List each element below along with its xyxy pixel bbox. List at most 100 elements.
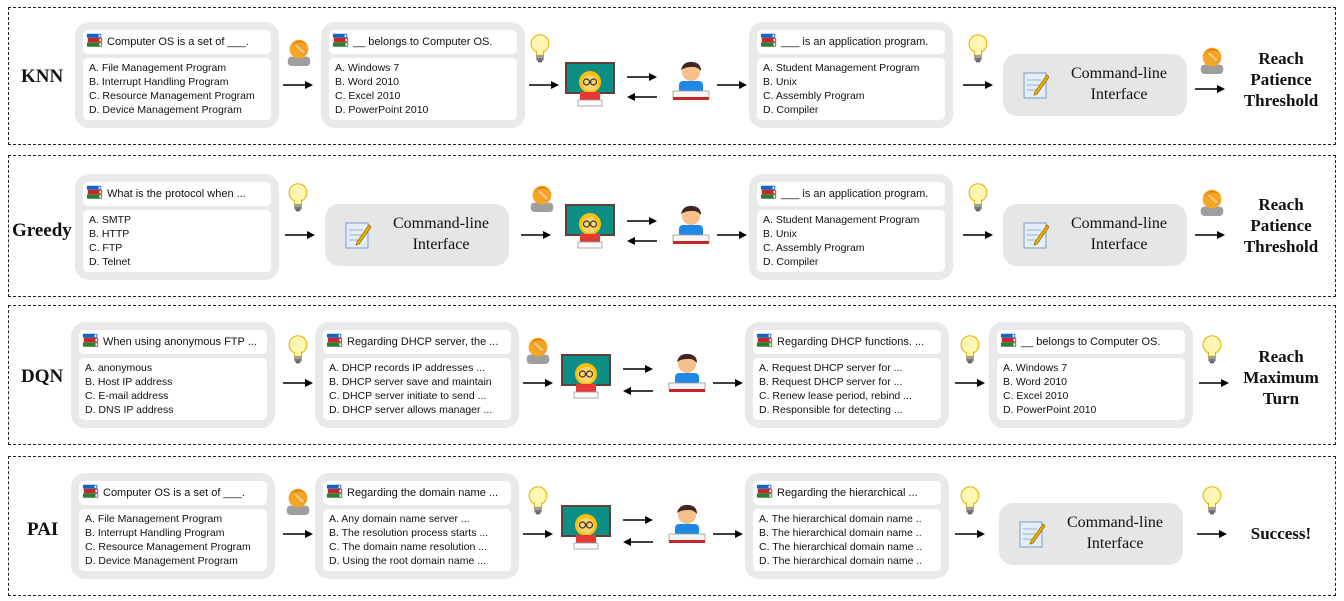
lightbulb-icon xyxy=(959,334,981,366)
option-c: C. Assembly Program xyxy=(763,242,865,254)
memo-icon xyxy=(1023,221,1049,249)
student-icon xyxy=(669,60,713,102)
arrow-right-icon xyxy=(713,529,743,539)
option-a: A. SMTP xyxy=(89,214,132,226)
lightbulb-icon xyxy=(287,334,309,366)
option-c: C. Resource Management Program xyxy=(89,90,255,102)
question-options: A. File Management Program B. Interrupt … xyxy=(83,58,271,120)
books-icon xyxy=(1000,333,1018,348)
arrow-left-icon xyxy=(627,92,657,102)
books-icon xyxy=(760,33,778,48)
option-a: A. File Management Program xyxy=(85,513,223,525)
option-c: C. The hierarchical domain name .. xyxy=(759,541,923,553)
option-c: C. Excel 2010 xyxy=(1003,390,1069,402)
question-header: __ belongs to Computer OS. xyxy=(997,330,1185,354)
lightbulb-icon xyxy=(529,33,551,65)
question-options: A. Any domain name server ... B. The res… xyxy=(323,509,511,571)
option-d: D. PowerPoint 2010 xyxy=(335,104,429,116)
option-d: D. Using the root domain name ... xyxy=(329,555,486,567)
question-options: A. anonymous B. Host IP address C. E-mai… xyxy=(79,358,267,420)
arrow-right-icon xyxy=(283,80,313,90)
lightbulb-icon xyxy=(967,33,989,65)
option-d: D. Device Management Program xyxy=(89,104,242,116)
question-header: Regarding the hierarchical ... xyxy=(753,481,941,505)
student-icon xyxy=(665,503,709,545)
option-a: A. Windows 7 xyxy=(1003,362,1068,374)
option-a: A. File Management Program xyxy=(89,62,227,74)
option-c: C. Renew lease period, rebind ... xyxy=(759,390,912,402)
question-header: Regarding DHCP server, the ... xyxy=(323,330,511,354)
teacher-icon xyxy=(565,204,615,250)
arrow-right-icon xyxy=(713,378,743,388)
option-a: A. Any domain name server ... xyxy=(329,513,470,525)
question-text: Regarding DHCP server, the ... xyxy=(347,336,499,348)
arrow-right-icon xyxy=(963,80,993,90)
question-text: ___ is an application program. xyxy=(781,36,929,48)
method-label: KNN xyxy=(21,66,64,87)
option-d: D. The hierarchical domain name .. xyxy=(759,555,923,567)
memo-icon xyxy=(1023,71,1049,99)
option-b: B. The hierarchical domain name .. xyxy=(759,527,922,539)
arrow-right-icon xyxy=(529,80,559,90)
option-d: D. Compiler xyxy=(763,256,819,268)
student-icon xyxy=(665,352,709,394)
option-a: A. anonymous xyxy=(85,362,153,374)
option-b: B. Unix xyxy=(763,76,797,88)
arrow-right-icon xyxy=(963,230,993,240)
question-options: A. Student Management Program B. Unix C.… xyxy=(757,58,945,120)
question-text: Regarding the hierarchical ... xyxy=(777,487,918,499)
option-d: D. PowerPoint 2010 xyxy=(1003,404,1097,416)
question-card: Regarding the hierarchical ... A. The hi… xyxy=(745,473,949,579)
option-a: A. Windows 7 xyxy=(335,62,400,74)
arrow-right-icon xyxy=(1195,230,1225,240)
arrow-right-icon xyxy=(285,230,315,240)
arrow-right-icon xyxy=(717,230,747,240)
books-icon xyxy=(86,185,104,200)
question-header: ___ is an application program. xyxy=(757,30,945,54)
teacher-icon xyxy=(561,505,611,551)
arrow-right-icon xyxy=(1195,84,1225,94)
question-options: A. SMTP B. HTTP C. FTP D. Telnet xyxy=(83,210,271,272)
outcome-label: Success! xyxy=(1250,524,1312,543)
facepalm-icon xyxy=(284,36,314,66)
question-text: __ belongs to Computer OS. xyxy=(1021,336,1161,348)
books-icon xyxy=(756,333,774,348)
option-c: C. Resource Management Program xyxy=(85,541,251,553)
option-d: D. Telnet xyxy=(89,256,131,268)
arrow-left-icon xyxy=(623,537,653,547)
facepalm-icon xyxy=(1197,186,1227,216)
facepalm-icon xyxy=(527,182,557,212)
student-icon xyxy=(669,204,713,246)
question-header: Computer OS is a set of ___. xyxy=(83,30,271,54)
option-c: C. FTP xyxy=(89,242,123,254)
option-d: D. Device Management Program xyxy=(85,555,238,567)
question-header: What is the protocol when ... xyxy=(83,182,271,206)
arrow-right-icon xyxy=(717,80,747,90)
option-c: C. Excel 2010 xyxy=(335,90,401,102)
option-d: D. DHCP server allows manager ... xyxy=(329,404,493,416)
dqn-row: DQN When using anonymous FTP ... A. anon… xyxy=(8,305,1336,445)
option-b: B. Interrupt Handling Program xyxy=(89,76,229,88)
arrow-right-icon xyxy=(623,515,653,525)
option-b: B. The resolution process starts ... xyxy=(329,527,489,539)
books-icon xyxy=(82,333,100,348)
question-card: ___ is an application program. A. Studen… xyxy=(749,22,953,128)
question-header: __ belongs to Computer OS. xyxy=(329,30,517,54)
arrow-right-icon xyxy=(523,378,553,388)
arrow-right-icon xyxy=(1199,378,1229,388)
method-label: DQN xyxy=(21,366,64,387)
books-icon xyxy=(760,185,778,200)
option-b: B. DHCP server save and maintain xyxy=(329,376,492,388)
method-label: PAI xyxy=(27,519,59,540)
question-text: __ belongs to Computer OS. xyxy=(353,36,493,48)
option-c: C. E-mail address xyxy=(85,390,169,402)
lightbulb-icon xyxy=(967,182,989,214)
memo-icon xyxy=(1019,520,1045,548)
lightbulb-icon xyxy=(959,485,981,517)
option-c: C. DHCP server initiate to send ... xyxy=(329,390,487,402)
option-b: B. Unix xyxy=(763,228,797,240)
